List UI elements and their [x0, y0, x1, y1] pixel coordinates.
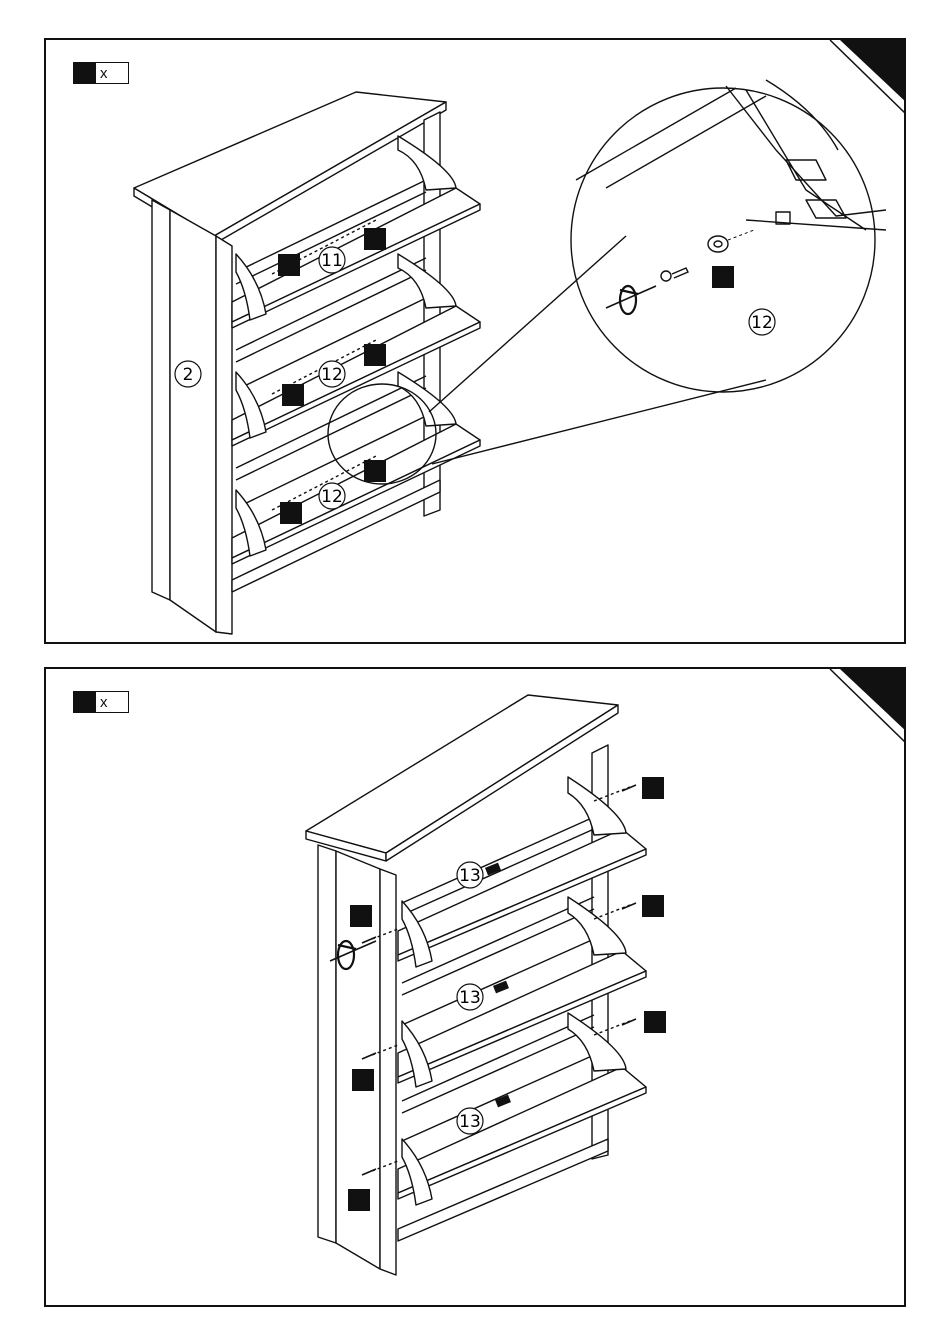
part-label-11: 11 — [321, 251, 343, 271]
part-label-12b: 12 — [321, 487, 343, 507]
corner-tab-icon — [830, 40, 906, 116]
assembly-diagram-2: 13 13 13 — [46, 669, 906, 1307]
part-label-13c: 13 — [459, 1112, 481, 1132]
part-label-2: 2 — [183, 365, 194, 385]
part-label-13b: 13 — [459, 988, 481, 1008]
part-label-12-detail: 12 — [751, 313, 773, 333]
corner-tab-icon — [830, 669, 906, 745]
part-label-13a: 13 — [459, 866, 481, 886]
step-panel-2: x — [44, 667, 906, 1307]
part-label-12a: 12 — [321, 365, 343, 385]
assembly-diagram-1: 2 11 12 12 12 — [46, 40, 906, 644]
dowel-icon — [708, 236, 728, 252]
step-panel-1: x — [44, 38, 906, 644]
